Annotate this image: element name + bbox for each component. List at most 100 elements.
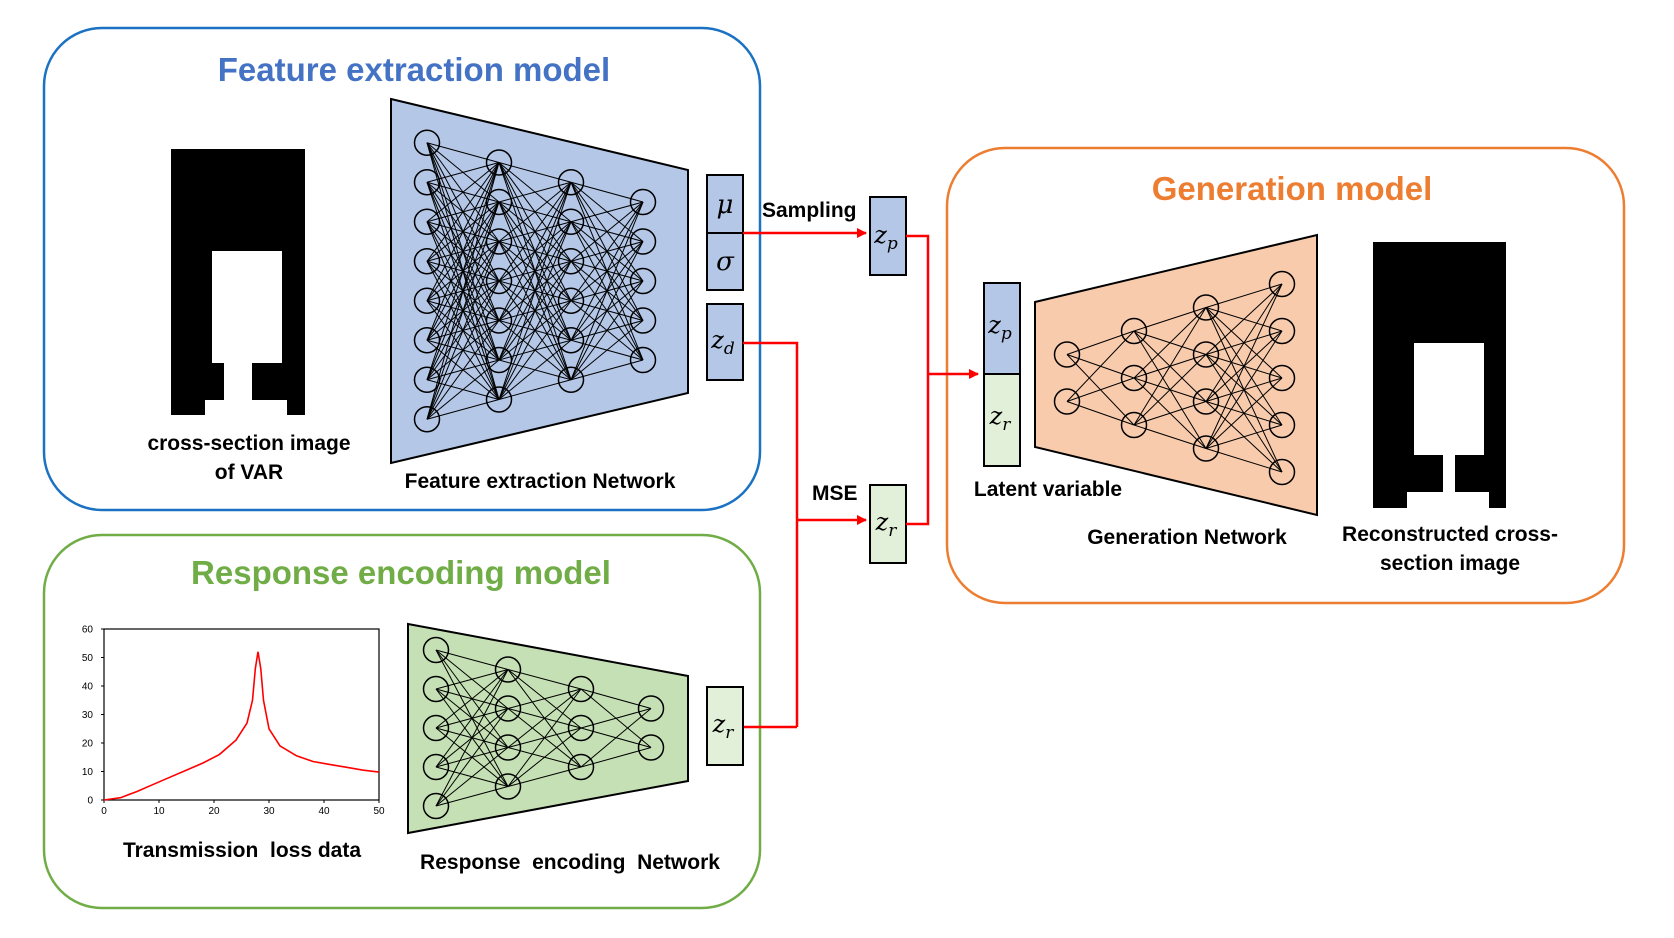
- latent-zp-symbol: zp: [987, 311, 1012, 344]
- response-network-node-layer2: [494, 773, 522, 800]
- feature-network-node-layer1: [413, 208, 441, 235]
- feature-network-node-layer3: [557, 248, 585, 275]
- feature-network-edge: [426, 162, 500, 301]
- feature-network-node-layer1: [413, 366, 441, 393]
- feature-network-edge: [426, 359, 500, 420]
- feature-network-node-layer4: [629, 267, 657, 295]
- zp-to-latent-line: [906, 234, 930, 374]
- reconstructed-caption-line2: section image: [1380, 552, 1520, 575]
- feature-network-edge: [570, 201, 644, 341]
- chart-y-tick-label: 30: [82, 710, 94, 721]
- response-network-edge: [507, 688, 582, 787]
- generation-network-node-layer3: [1192, 435, 1220, 462]
- feature-network-node-layer2: [485, 267, 513, 295]
- feature-network-edge: [498, 182, 572, 361]
- feature-network-edge: [426, 320, 500, 420]
- response-network-node-layer2: [494, 695, 522, 722]
- generation-network-edge: [1133, 307, 1207, 379]
- feature-network-trapezoid: [390, 97, 689, 465]
- response-network-node-layer1: [422, 675, 450, 703]
- response-network-node-layer1: [422, 714, 450, 742]
- latent-zr-symbol: zr: [989, 402, 1012, 435]
- generation-network-node-layer3: [1192, 388, 1220, 415]
- response-network-edge: [435, 747, 509, 807]
- response-network-node-layer3: [567, 753, 595, 781]
- feature-network-edge: [426, 162, 500, 341]
- generation-network-edge: [1205, 448, 1283, 473]
- feature-network-node-layer1: [413, 287, 441, 314]
- feature-network-node-layer4: [629, 346, 657, 374]
- generation-network-node-layer4: [1268, 364, 1296, 392]
- generation-network-node-layer4: [1268, 458, 1296, 486]
- generation-network-edge: [1205, 283, 1283, 402]
- feature-network-edge: [426, 241, 500, 420]
- input-image-caption-line1: cross-section image: [147, 432, 350, 455]
- response-network-edge: [507, 688, 582, 748]
- generation-network-edge: [1205, 330, 1283, 449]
- mu-symbol: μ: [717, 190, 734, 220]
- sigma-box: [706, 232, 744, 291]
- feature-network-edge: [498, 182, 572, 321]
- feature-network-node-layer3: [557, 327, 585, 354]
- feature-network-edge: [426, 162, 500, 262]
- response-network-node-layer1: [422, 636, 450, 664]
- feature-network-edge: [570, 280, 644, 381]
- encoded-zr-symbol: zr: [875, 508, 898, 541]
- connection-arrows: [743, 228, 979, 729]
- feature-network-edge: [498, 221, 572, 400]
- response-network-node-layer1: [422, 792, 450, 820]
- feature-network-edge: [570, 201, 644, 302]
- feature-network-node-layer2: [485, 346, 513, 374]
- feature-network-node-layer3: [557, 366, 585, 393]
- response-encoding-title: Response encoding model: [191, 554, 611, 591]
- chart-y-tick-label: 40: [82, 682, 94, 693]
- input-image-caption-line2: of VAR: [215, 461, 283, 484]
- generation-panel: [945, 146, 1626, 605]
- feature-network-node-layer1: [413, 169, 441, 196]
- chart-x-tick-label: 50: [373, 806, 385, 817]
- feature-network-edge: [498, 339, 572, 400]
- generation-network-node-layer2: [1120, 317, 1148, 345]
- response-network-node-layer2: [494, 656, 522, 683]
- chart-y-tick-label: 20: [82, 739, 94, 750]
- feature-network-node-layer1: [413, 248, 441, 275]
- latent-variable-label: Latent variable: [974, 478, 1122, 501]
- feature-network-edge: [570, 241, 644, 380]
- response-network-node-layer3: [567, 714, 595, 742]
- chart-x-tick-label: 40: [318, 806, 330, 817]
- generation-network-label: Generation Network: [1087, 526, 1287, 549]
- generation-network-node-layer4: [1268, 411, 1296, 439]
- feature-network-node-layer2: [485, 149, 513, 176]
- response-network-edge: [435, 669, 509, 807]
- feature-network-node-layer4: [629, 188, 657, 216]
- generation-network-edge: [1133, 354, 1207, 426]
- generation-network-edge: [1205, 283, 1283, 449]
- sampling-label: Sampling: [762, 199, 857, 222]
- generation-title: Generation model: [1152, 170, 1433, 207]
- response-network-edge: [507, 727, 582, 787]
- generation-network-node-layer3: [1192, 341, 1220, 368]
- generation-network-trapezoid: [1034, 233, 1318, 517]
- response-network-node-layer4: [637, 734, 665, 761]
- chart-y-tick-label: 60: [82, 625, 94, 636]
- response-network-edge: [435, 708, 509, 807]
- response-network-label: Response encoding Network: [420, 851, 720, 874]
- feature-network-graph: [413, 129, 657, 433]
- feature-network-node-layer1: [413, 406, 441, 433]
- generation-network-node-layer4: [1268, 317, 1296, 345]
- feature-network-edge: [498, 181, 572, 282]
- response-network-edge: [580, 708, 652, 768]
- response-network-node-layer2: [494, 734, 522, 761]
- chart-x-tick-label: 20: [208, 806, 220, 817]
- feature-network-node-layer3: [557, 208, 585, 235]
- chart-y-tick-label: 50: [82, 653, 94, 664]
- feature-network-label: Feature extraction Network: [405, 470, 676, 493]
- reconstructed-caption-line1: Reconstructed cross-: [1342, 523, 1558, 546]
- sampled-zp-box: [869, 196, 907, 276]
- chart-x-tick-label: 30: [263, 806, 275, 817]
- generation-network-node-layer4: [1268, 270, 1296, 298]
- chart-y-tick-label: 0: [87, 796, 93, 807]
- generation-network-edge: [1066, 330, 1135, 402]
